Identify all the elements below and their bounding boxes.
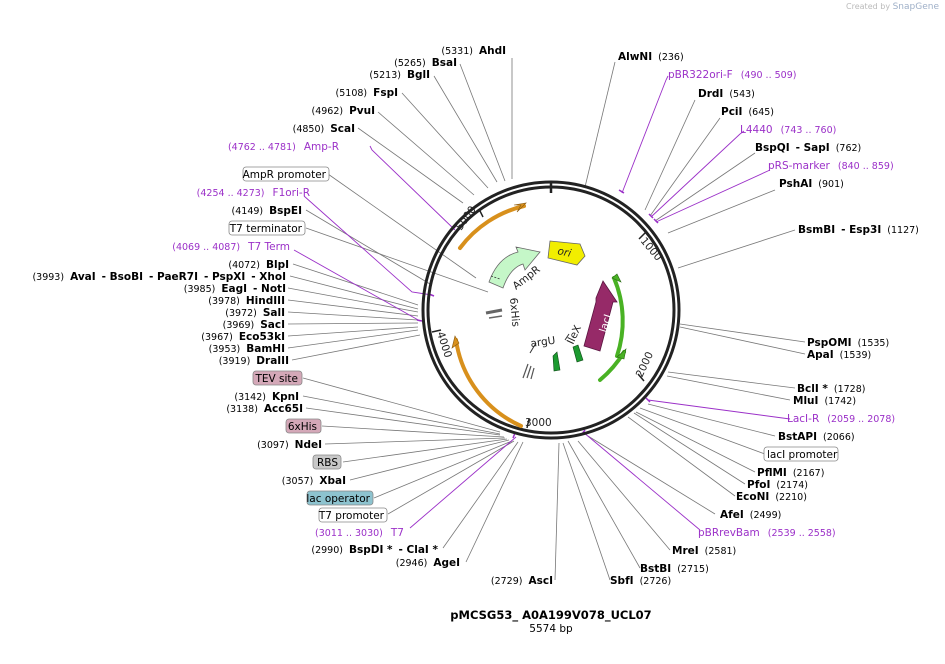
tick-3000: 3000 [525, 417, 552, 429]
label-RBS: RBS [317, 457, 338, 469]
trna-features [529, 333, 584, 372]
argU-label: argU [530, 335, 556, 350]
tick-5000: 5000 [454, 204, 479, 233]
orf-arcs [454, 204, 626, 428]
label-BglI: (5213)BglI [369, 69, 430, 81]
label-PshAI: PshAI(901) [779, 178, 844, 190]
label-T7: (3011 .. 3030)T7 [315, 527, 404, 539]
tev-site-box [252, 370, 303, 386]
credit-brand: SnapGene [892, 2, 939, 12]
lacI-feature [583, 280, 618, 352]
label-pBR322ori-F: pBR322ori-F(490 .. 509) [668, 69, 796, 81]
label-BstAPI: BstAPI(2066) [778, 431, 855, 443]
label-AvaI: (3993)AvaI- BsoBI- PaeR7I- PspXI- XhoI [32, 271, 286, 283]
label-DrdI: DrdI(543) [698, 88, 755, 100]
label-F1ori-R: (4254 .. 4273)F1ori-R [197, 187, 310, 199]
ori-feature [547, 240, 586, 266]
ampR-feature [488, 246, 541, 289]
label-TEV-site: TEV site [254, 373, 298, 385]
tick-marks [431, 208, 647, 429]
sixHis-feature [485, 308, 503, 319]
label-lacI-promoter: lacI promoter [767, 449, 838, 461]
label-AscI: (2729)AscI [491, 575, 553, 587]
plasmid-length: 5574 bp [529, 623, 573, 635]
label-HindIII: (3978)HindIII [208, 295, 285, 307]
lacI-promoter-box [763, 446, 839, 462]
label-AmpR-promoter: AmpR promoter [243, 169, 327, 181]
sixHis-label: 6xHis [507, 297, 521, 327]
tick-1000: 1000 [638, 235, 664, 263]
label-ScaI: (4850)ScaI [293, 123, 355, 135]
label-PvuI: (4962)PvuI [311, 105, 375, 117]
label-LacI-R: LacI-R(2059 .. 2078) [787, 413, 895, 425]
label-Amp-R: (4762 .. 4781)Amp-R [228, 141, 339, 153]
label-EagI: (3985)EagI- NotI [184, 283, 286, 295]
orf-arc-top-left [458, 204, 526, 250]
label-AlwNI: AlwNI(236) [618, 51, 684, 63]
label-T7-Term: (4069 .. 4087)T7 Term [172, 241, 290, 253]
orf-arc-right [612, 276, 625, 358]
t7-promoter-box [318, 507, 388, 523]
label-AfeI: AfeI(2499) [720, 509, 781, 521]
label-pRS-marker: pRS-marker(840 .. 859) [768, 160, 894, 172]
orf-arrowheads [451, 202, 627, 360]
left-labels: (5331)AhdI (5265)BsaI (5213)BglI (5108)F… [32, 45, 553, 587]
ampR-promoter-box [242, 166, 330, 182]
snapgene-credit: Created by SnapGene [846, 2, 939, 12]
mcs-ticks [522, 363, 535, 380]
label-BspDI: (2990)BspDI *- ClaI * [311, 544, 438, 556]
ileX-label: IleX [565, 323, 584, 346]
t7-terminator-box [228, 220, 306, 236]
label-SbfI: SbfI(2726) [610, 575, 671, 587]
label-Acc65I: (3138)Acc65I [226, 403, 303, 415]
label-DraIII: (3919)DraIII [219, 355, 289, 367]
label-6xHis: 6xHis [288, 421, 317, 433]
label-ApaI: ApaI(1539) [807, 349, 871, 361]
ori-label: ori [556, 245, 572, 260]
label-BstBI: BstBI(2715) [640, 563, 709, 575]
label-pBRrevBam: pBRrevBam(2539 .. 2558) [698, 527, 836, 539]
leader-lines [287, 58, 806, 581]
ampR-promoter-mark [490, 275, 501, 280]
label-SalI: (3972)SalI [225, 307, 285, 319]
label-PfoI: PfoI(2174) [747, 479, 808, 491]
label-PflMI: PflMI(2167) [757, 467, 824, 479]
label-BsaI: (5265)BsaI [394, 57, 457, 69]
label-EcoNI: EcoNI(2210) [736, 491, 807, 503]
label-SacI: (3969)SacI [223, 319, 285, 331]
label-L4440: L4440(743 .. 760) [740, 124, 836, 136]
label-BclI: BclI *(1728) [797, 383, 865, 395]
label-FspI: (5108)FspI [336, 87, 398, 99]
tick-2000: 2000 [634, 350, 656, 379]
label-Eco53kI: (3967)Eco53kI [201, 331, 285, 343]
label-PciI: PciI(645) [721, 106, 774, 118]
lacI-label: lacI [597, 313, 614, 334]
label-AgeI: (2946)AgeI [396, 557, 460, 569]
label-MluI: MluI(1742) [793, 395, 856, 407]
lac-operator-box [306, 490, 374, 506]
label-PspOMI: PspOMI(1535) [807, 337, 889, 349]
label-XbaI: (3057)XbaI [282, 475, 346, 487]
right-labels: AlwNI(236) pBR322ori-F(490 .. 509) DrdI(… [610, 51, 919, 587]
rbs-box [312, 454, 342, 470]
label-AhdI: (5331)AhdI [441, 45, 506, 57]
label-BsmBI: BsmBI- Esp3I(1127) [798, 224, 919, 236]
label-BspQI: BspQI- SapI(762) [755, 142, 861, 154]
label-KpnI: (3142)KpnI [234, 391, 299, 403]
label-BlpI: (4072)BlpI [228, 259, 289, 271]
label-NdeI: (3097)NdeI [257, 439, 322, 451]
label-T7-terminator: T7 terminator [229, 223, 303, 235]
label-BspEI: (4149)BspEI [232, 205, 302, 217]
label-BamHI: (3953)BamHI [209, 343, 285, 355]
label-MreI: MreI(2581) [672, 545, 736, 557]
credit-prefix: Created by [846, 2, 891, 11]
plasmid-name: pMCSG53_ A0A199V078_UCL07 [450, 608, 651, 623]
sixHis-box [285, 418, 322, 434]
orf-arc-bottom-left [454, 338, 523, 428]
label-T7-promoter: T7 promoter [318, 510, 385, 522]
label-lac-operator: lac operator [306, 493, 370, 505]
